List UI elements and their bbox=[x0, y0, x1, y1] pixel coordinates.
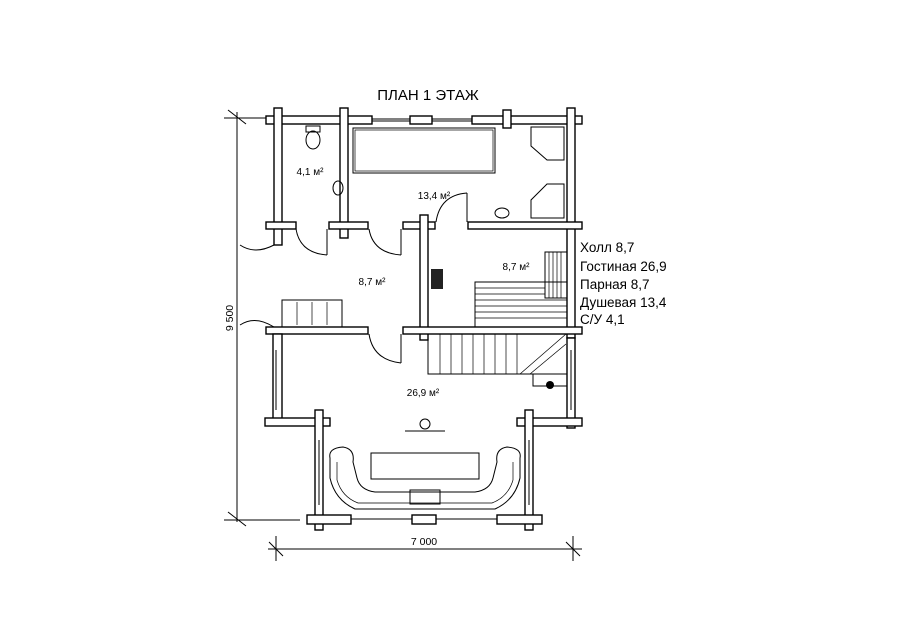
plan-title: ПЛАН 1 ЭТАЖ bbox=[377, 87, 479, 104]
sink-icon bbox=[494, 207, 510, 219]
lamp-icon bbox=[419, 418, 431, 430]
room-area-wc: 4,1 м² bbox=[297, 167, 325, 178]
room-area-steam-room: 8,7 м² bbox=[503, 262, 531, 273]
room-area-hall: 8,7 м² bbox=[359, 277, 387, 288]
pool bbox=[352, 127, 496, 174]
height-dimension-label: 9 500 bbox=[224, 305, 236, 331]
dimension-vertical: 9 500 bbox=[224, 109, 300, 527]
legend-item: Душевая 13,4 bbox=[580, 295, 667, 310]
stair-post bbox=[546, 381, 554, 389]
fixtures bbox=[281, 125, 568, 510]
legend-item: Гостиная 26,9 bbox=[580, 259, 667, 274]
legend-item: С/У 4,1 bbox=[580, 312, 625, 327]
stove-icon bbox=[431, 269, 443, 289]
area-legend: Холл 8,7 Гостиная 26,9 Парная 8,7 Душева… bbox=[580, 240, 667, 327]
sofa bbox=[329, 446, 521, 510]
sink-icon bbox=[332, 180, 344, 196]
shower-cabin bbox=[530, 126, 565, 161]
dimension-horizontal: 7 000 bbox=[268, 536, 582, 561]
legend-item: Парная 8,7 bbox=[580, 277, 650, 292]
room-area-living-room: 26,9 м² bbox=[407, 388, 440, 399]
toilet-icon bbox=[305, 130, 321, 150]
table bbox=[370, 452, 480, 480]
width-dimension-label: 7 000 bbox=[411, 536, 437, 548]
doors bbox=[295, 192, 468, 364]
shower-cabin bbox=[530, 183, 565, 219]
room-area-shower: 13,4 м² bbox=[418, 191, 451, 202]
legend-item: Холл 8,7 bbox=[580, 240, 634, 255]
